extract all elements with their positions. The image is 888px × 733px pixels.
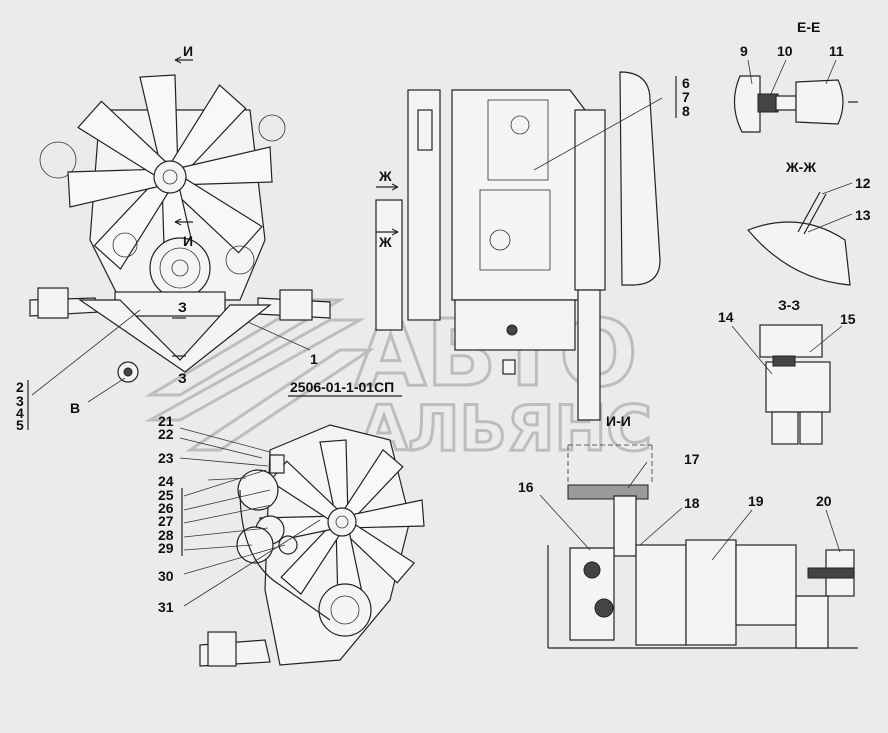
callout-28: 28	[158, 527, 174, 543]
callout-6: 6	[682, 75, 690, 91]
callout-5: 5	[16, 417, 24, 433]
engine-lower-view	[199, 424, 425, 667]
section-zz: З-З 14 15	[718, 297, 856, 445]
engine-side-view	[375, 71, 663, 421]
callout-12: 12	[855, 175, 871, 191]
marker-z-top: З	[178, 299, 187, 315]
marker-i-mid: И	[183, 233, 193, 249]
marker-zh-mid: Ж	[378, 234, 392, 250]
callout-22: 22	[158, 426, 174, 442]
callouts-bottom-left: 21 22 23 24 25 26 27 28 29 30 31	[158, 413, 321, 615]
callout-9: 9	[740, 43, 748, 59]
callout-7: 7	[682, 89, 690, 105]
callout-21: 21	[158, 413, 174, 429]
callout-1: 1	[310, 351, 318, 367]
section-title-ee: Е-Е	[797, 19, 820, 35]
callout-18: 18	[684, 495, 700, 511]
section-title-zz: З-З	[778, 297, 800, 313]
callout-27: 27	[158, 513, 174, 529]
callout-14: 14	[718, 309, 734, 325]
watermark-chevrons	[144, 298, 375, 452]
section-ee: Е-Е 9 10 11	[733, 19, 858, 133]
callout-24: 24	[158, 473, 174, 489]
section-mark-i-top: И	[174, 43, 193, 64]
engine-front-view	[29, 74, 331, 383]
callout-23: 23	[158, 450, 174, 466]
callout-20: 20	[816, 493, 832, 509]
callout-2: 2	[16, 379, 24, 395]
section-zhzh: Ж-Ж 12 13	[746, 159, 871, 286]
callout-16: 16	[518, 479, 534, 495]
callout-19: 19	[748, 493, 764, 509]
callout-15: 15	[840, 311, 856, 327]
callout-17: 17	[684, 451, 700, 467]
section-ii: И-И 17 16 18 19 20	[518, 413, 858, 649]
callout-4: 4	[16, 405, 24, 421]
callout-31: 31	[158, 599, 174, 615]
fan-bottom	[259, 439, 425, 605]
callout-10: 10	[777, 43, 793, 59]
callouts-678: 6 7 8	[675, 75, 690, 119]
callout-26: 26	[158, 500, 174, 516]
section-title-ii: И-И	[606, 413, 631, 429]
callout-30: 30	[158, 568, 174, 584]
fan-top	[67, 74, 273, 280]
callout-3-left: 3	[16, 393, 24, 409]
marker-i-top: И	[183, 43, 193, 59]
callout-29: 29	[158, 540, 174, 556]
section-mark-i-mid: И	[174, 218, 193, 249]
section-mark-z: З З	[172, 299, 187, 386]
drawing-number-block: 2506-01-1-01СП	[288, 379, 402, 397]
section-title-zhzh: Ж-Ж	[785, 159, 816, 175]
marker-v: В	[70, 400, 80, 416]
watermark-line2: АЛЬЯНС	[360, 392, 652, 465]
callout-11: 11	[829, 43, 844, 59]
callout-13: 13	[855, 207, 871, 223]
marker-zh-top: Ж	[378, 168, 392, 184]
callout-8: 8	[682, 103, 690, 119]
drawing-number: 2506-01-1-01СП	[290, 379, 394, 395]
section-mark-zh: Ж Ж	[376, 168, 399, 250]
callouts-left: 2 3 4 5 В 1	[16, 309, 318, 433]
marker-z-bottom: З	[178, 370, 187, 386]
callout-25: 25	[158, 487, 174, 503]
